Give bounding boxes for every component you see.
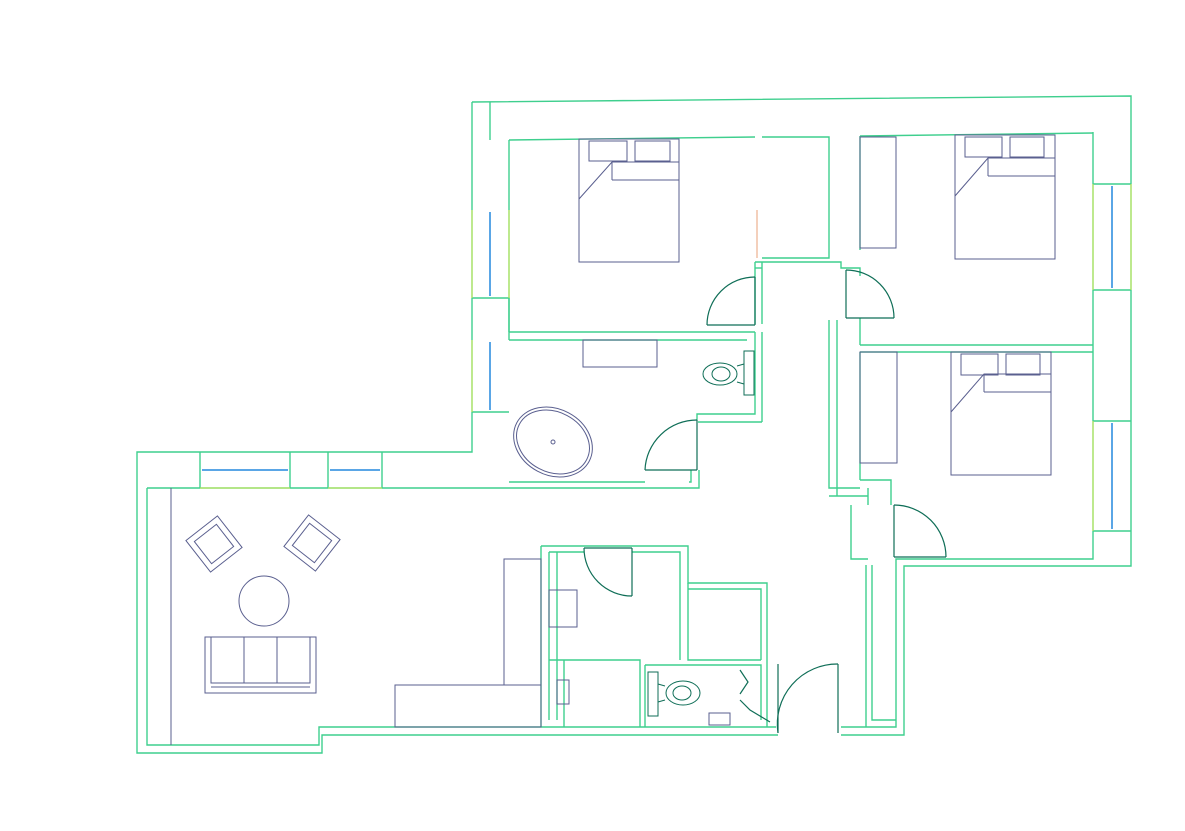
- double-bed-icon: [578, 138, 680, 263]
- armchair-icon: [185, 515, 243, 573]
- bifold-door-icon: [739, 669, 771, 723]
- toilet-icon: [647, 671, 701, 717]
- window-north-living-2: [328, 469, 382, 489]
- armchair-icon: [283, 514, 341, 572]
- wardrobes: [170, 136, 898, 745]
- round-table-icon: [238, 575, 290, 627]
- window-east-1: [1092, 184, 1132, 290]
- exterior-walls: [136, 95, 1132, 754]
- door-swing-icon: [583, 547, 633, 597]
- door-swing-icon: [845, 269, 895, 319]
- door-swing-icon: [893, 504, 947, 558]
- door-swing-icon: [776, 663, 839, 734]
- window-east-2: [1092, 421, 1113, 531]
- sofa-icon: [204, 636, 317, 694]
- door-swing-icon: [644, 419, 698, 471]
- toilet-icon: [702, 350, 755, 396]
- double-bed-icon: [950, 351, 1052, 476]
- bathtub-icon: [513, 406, 593, 478]
- window-north-living-1: [200, 469, 290, 489]
- window-west-1: [471, 210, 510, 298]
- window-west-2: [471, 340, 491, 412]
- double-bed-icon: [954, 134, 1056, 260]
- interior-walls: [199, 136, 1131, 727]
- door-swing-icon: [706, 276, 756, 326]
